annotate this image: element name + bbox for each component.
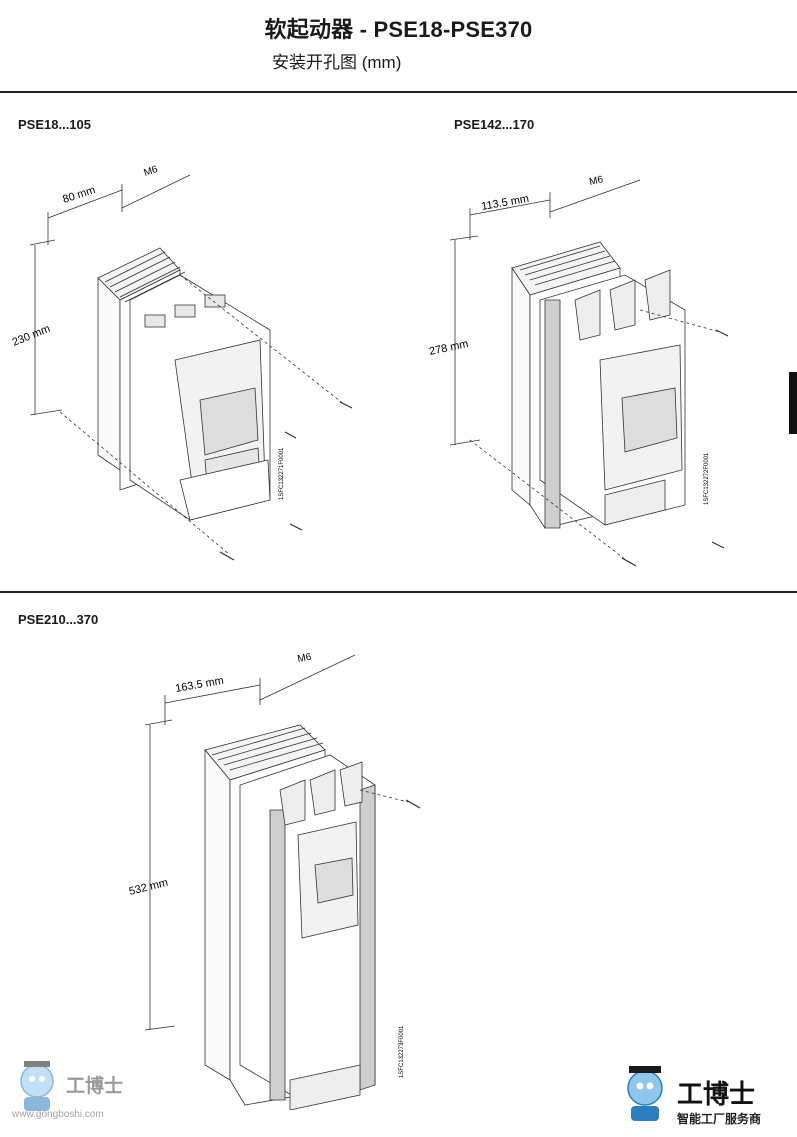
dim-height-pse210: 532 mm	[128, 877, 169, 898]
watermark-logo-right: 工博士 智能工厂服务商	[617, 1062, 792, 1132]
dim-width-pse18: 80 mm	[61, 184, 97, 206]
dim-width-pse210: 163.5 mm	[174, 675, 224, 695]
page-subtitle: 安装开孔图 (mm)	[272, 53, 402, 72]
drawing-code-pse210: 1SFC132273F0001	[399, 1025, 405, 1078]
page-title: 软起动器 - PSE18-PSE370	[264, 17, 533, 42]
section-label-pse18: PSE18...105	[18, 117, 91, 132]
drawing-code-pse18: 1SFC132271F0001	[279, 447, 285, 500]
drawing-code-pse142: 1SFC132272F0001	[704, 452, 710, 505]
section-label-pse210: PSE210...370	[18, 612, 99, 627]
brand-name-left: 工博士	[66, 1075, 124, 1097]
section-label-pse142: PSE142...170	[454, 117, 535, 132]
dim-height-pse142: 278 mm	[428, 338, 469, 358]
mascot-icon	[627, 1066, 663, 1121]
page-side-tab	[789, 372, 797, 434]
drawing-pse142: 113.5 mm 278 mm M6 1SFC132272F0001	[428, 174, 729, 567]
screw-size-pse18: M6	[143, 164, 160, 179]
dim-height-pse18: 230 mm	[11, 323, 52, 349]
divider-middle	[0, 591, 797, 593]
watermark-logo-left: 工博士 www.gongboshi.com	[8, 1055, 143, 1127]
brand-url-left: www.gongboshi.com	[12, 1109, 104, 1120]
screw-size-pse142: M6	[588, 174, 604, 188]
dim-width-pse142: 113.5 mm	[480, 193, 529, 213]
brand-tagline-right: 智能工厂服务商	[677, 1112, 762, 1126]
drawing-pse18: 80 mm 230 mm M6 1SFC132271F0001	[11, 164, 353, 561]
mascot-icon	[20, 1061, 54, 1111]
divider-top	[0, 91, 797, 93]
brand-name-right: 工博士	[677, 1080, 756, 1110]
drawing-pse210: 163.5 mm 532 mm M6 1SFC132273F0001	[128, 652, 421, 1110]
screw-size-pse210: M6	[297, 652, 313, 665]
